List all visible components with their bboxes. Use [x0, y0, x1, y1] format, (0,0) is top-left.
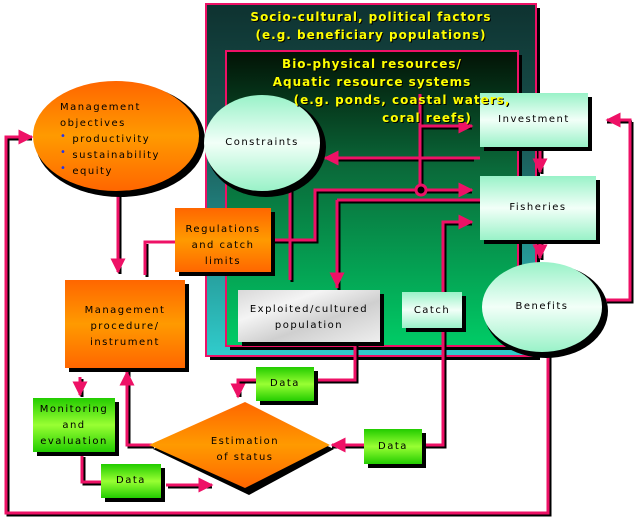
management-procedure-box[interactable]: [65, 280, 185, 368]
data-box-top[interactable]: [256, 367, 314, 401]
estimation-line2: of status: [216, 452, 274, 463]
catch-box[interactable]: [402, 292, 462, 328]
investment-label: Investment: [498, 114, 570, 125]
exploited-line1: Exploited/cultured: [249, 304, 369, 315]
regulations-line3: limits: [204, 256, 242, 267]
data-box-right[interactable]: [364, 429, 422, 464]
exploited-line2: population: [274, 320, 344, 331]
data-right-label: Data: [378, 441, 408, 452]
mgmt-proc-line3: instrument: [90, 337, 160, 348]
outer-title-line1: Socio-cultural, political factors: [250, 10, 492, 24]
inner-title-line1: Bio-physical resources/: [282, 57, 462, 71]
benefits-label: Benefits: [515, 301, 569, 312]
management-objectives-label: Management objectives productivity susta…: [60, 100, 180, 180]
inner-title-line3: (e.g. ponds, coastal waters,: [293, 93, 511, 107]
objective-equity: equity: [60, 164, 180, 180]
regulations-line1: Regulations: [185, 224, 261, 235]
monitoring-line3: evaluation: [40, 436, 108, 447]
catch-label: Catch: [413, 305, 451, 316]
investment-box[interactable]: [480, 93, 588, 147]
inner-context-title: Bio-physical resources/ Aquatic resource…: [226, 55, 518, 127]
inner-title-line2: Aquatic resource systems: [272, 75, 472, 89]
monitoring-box[interactable]: [33, 398, 115, 452]
mgmt-obj-line2: objectives: [60, 118, 126, 129]
objective-productivity: productivity: [60, 132, 180, 148]
estimation-diamond[interactable]: [149, 402, 330, 488]
exploited-population-label: Exploited/cultured population: [238, 302, 380, 334]
outer-title-line2: (e.g. beneficiary populations): [255, 28, 487, 42]
data-top-label: Data: [270, 378, 300, 389]
data-bottom-label: Data: [116, 475, 146, 486]
mgmt-proc-line1: Management: [84, 305, 166, 316]
estimation-label: Estimation of status: [185, 434, 305, 466]
estimation-line1: Estimation: [210, 436, 280, 447]
outer-context-title: Socio-cultural, political factors (e.g. …: [206, 8, 536, 44]
junction-node: [414, 183, 428, 197]
mgmt-proc-line2: procedure/: [90, 321, 160, 332]
monitoring-line2: and: [62, 420, 86, 431]
constraints-ellipse[interactable]: [204, 95, 320, 191]
benefits-ellipse[interactable]: [482, 262, 602, 352]
data-box-bottom[interactable]: [101, 464, 161, 498]
fisheries-label: Fisheries: [509, 202, 567, 213]
regulations-label: Regulations and catch limits: [175, 222, 271, 270]
exploited-population-box[interactable]: [238, 290, 380, 342]
monitoring-line1: Monitoring: [39, 404, 109, 415]
regulations-line2: and catch: [191, 240, 255, 251]
management-procedure-label: Management procedure/ instrument: [65, 303, 185, 351]
regulations-box[interactable]: [175, 208, 271, 272]
inner-title-line4: coral reefs): [382, 111, 472, 125]
mgmt-obj-line1: Management: [60, 102, 141, 113]
fisheries-box[interactable]: [480, 176, 596, 240]
constraints-label: Constraints: [225, 137, 299, 148]
objective-sustainability: sustainability: [60, 148, 180, 164]
monitoring-label: Monitoring and evaluation: [33, 402, 115, 450]
